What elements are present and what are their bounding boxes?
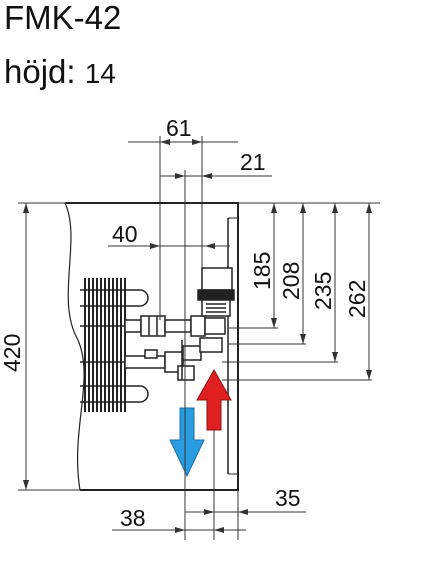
return-flow-arrow	[169, 407, 205, 478]
right-dimension-lines	[222, 202, 380, 381]
model-title: FMK-42	[4, 0, 121, 38]
model-name: FMK-42	[4, 0, 122, 36]
dimension-262-label: 262	[344, 280, 370, 318]
dimension-35-label: 35	[275, 485, 301, 511]
dimension-235-label: 235	[310, 272, 336, 310]
dimension-420: 420	[0, 202, 80, 491]
valve-actuator	[197, 267, 235, 317]
dimension-40: 40	[108, 221, 230, 249]
dimension-21: 21	[160, 149, 272, 480]
dimension-61: 61	[128, 115, 238, 320]
bottom-dimensions: 38 35	[112, 430, 306, 540]
dimension-40-label: 40	[112, 221, 138, 247]
height-value: 14	[84, 58, 116, 89]
dimension-38-label: 38	[120, 505, 146, 531]
height-separator: :	[66, 53, 76, 90]
upper-pipe-valve	[124, 315, 226, 337]
dimension-61-label: 61	[166, 115, 192, 141]
lower-pipe-fittings	[124, 337, 223, 381]
dimension-21-label: 21	[240, 149, 266, 175]
dimension-420-label: 420	[0, 334, 25, 372]
height-label: höjd	[4, 53, 67, 90]
height-subtitle: höjd: 14	[4, 52, 116, 94]
dimension-185-label: 185	[249, 252, 275, 290]
convector-housing	[64, 202, 239, 491]
supply-flow-arrow	[196, 368, 232, 431]
heat-exchanger	[84, 278, 126, 412]
dimension-208-label: 208	[278, 262, 304, 300]
